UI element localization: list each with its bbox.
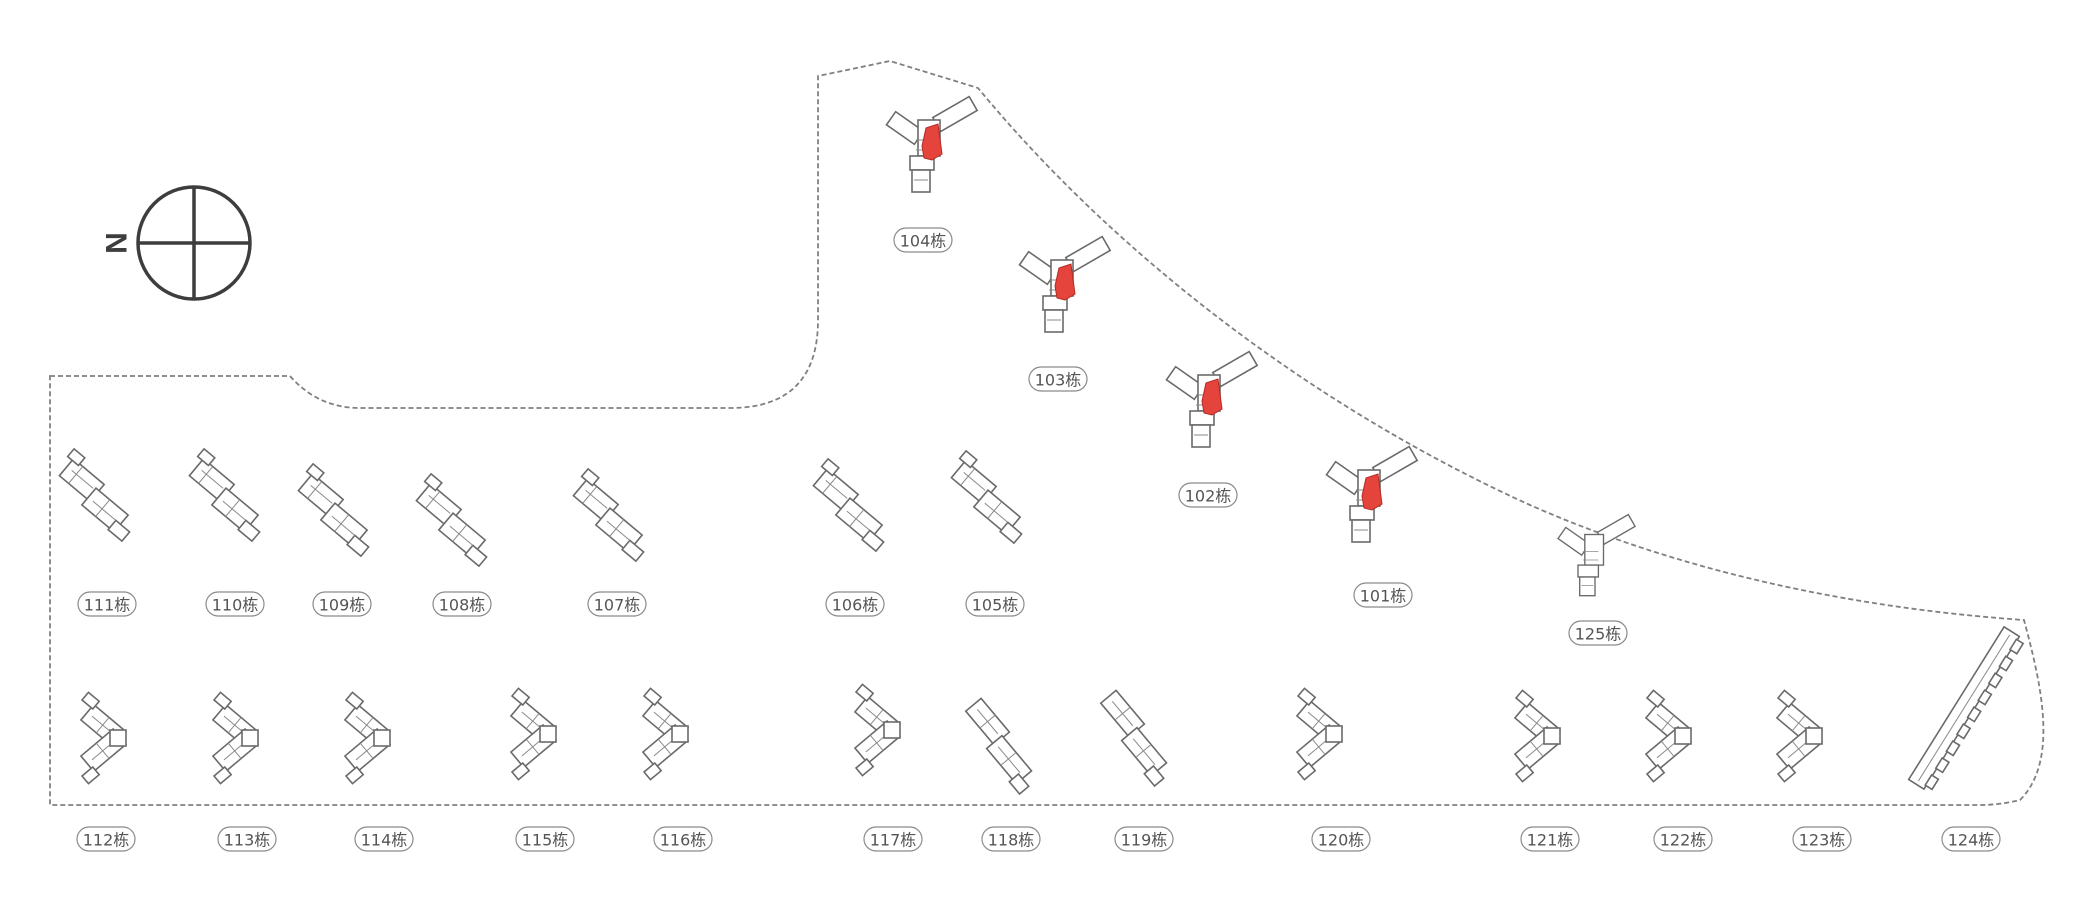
building-120[interactable] bbox=[1288, 687, 1346, 781]
building-124[interactable] bbox=[1907, 625, 2026, 793]
building-label-text: 116栋 bbox=[660, 831, 707, 850]
building-102[interactable] bbox=[1165, 350, 1259, 448]
building-label-text: 124栋 bbox=[1948, 831, 1995, 850]
building-label-text: 103栋 bbox=[1035, 371, 1082, 390]
building-label-text: 120栋 bbox=[1318, 831, 1365, 850]
building-label-text: 101栋 bbox=[1360, 587, 1407, 606]
building-label-101[interactable]: 101栋 bbox=[1353, 582, 1413, 608]
building-label-113[interactable]: 113栋 bbox=[217, 826, 277, 852]
building-label-text: 122栋 bbox=[1660, 831, 1707, 850]
building-label-121[interactable]: 121栋 bbox=[1520, 826, 1580, 852]
building-label-text: 113栋 bbox=[224, 831, 271, 850]
building-label-text: 125栋 bbox=[1575, 625, 1622, 644]
building-label-text: 121栋 bbox=[1527, 831, 1574, 850]
building-label-102[interactable]: 102栋 bbox=[1178, 482, 1238, 508]
site-boundary bbox=[49, 60, 2045, 806]
building-label-text: 114栋 bbox=[361, 831, 408, 850]
building-label-107[interactable]: 107栋 bbox=[587, 591, 647, 617]
building-label-110[interactable]: 110栋 bbox=[205, 591, 265, 617]
building-label-120[interactable]: 120栋 bbox=[1311, 826, 1371, 852]
north-compass-icon: N bbox=[101, 185, 252, 301]
building-109[interactable] bbox=[287, 462, 386, 558]
building-label-text: 109栋 bbox=[319, 596, 366, 615]
building-label-125[interactable]: 125栋 bbox=[1568, 620, 1628, 646]
building-label-108[interactable]: 108栋 bbox=[432, 591, 492, 617]
building-label-104[interactable]: 104栋 bbox=[893, 227, 953, 253]
building-label-text: 108栋 bbox=[439, 596, 486, 615]
building-label-117[interactable]: 117栋 bbox=[863, 826, 923, 852]
building-122[interactable] bbox=[1637, 689, 1695, 783]
building-104[interactable] bbox=[885, 95, 979, 193]
building-111[interactable] bbox=[48, 447, 147, 543]
building-121[interactable] bbox=[1506, 689, 1564, 783]
building-label-text: 117栋 bbox=[870, 831, 917, 850]
building-label-122[interactable]: 122栋 bbox=[1653, 826, 1713, 852]
building-112[interactable] bbox=[72, 691, 130, 785]
building-103[interactable] bbox=[1018, 235, 1112, 333]
building-115[interactable] bbox=[502, 687, 560, 781]
building-label-109[interactable]: 109栋 bbox=[312, 591, 372, 617]
building-label-text: 115栋 bbox=[522, 831, 569, 850]
building-label-text: 106栋 bbox=[832, 596, 879, 615]
building-119[interactable] bbox=[1092, 689, 1180, 788]
building-label-114[interactable]: 114栋 bbox=[354, 826, 414, 852]
building-label-123[interactable]: 123栋 bbox=[1792, 826, 1852, 852]
building-label-text: 102栋 bbox=[1185, 487, 1232, 506]
building-label-116[interactable]: 116栋 bbox=[653, 826, 713, 852]
building-label-text: 119栋 bbox=[1121, 831, 1168, 850]
building-label-124[interactable]: 124栋 bbox=[1941, 826, 2001, 852]
building-label-112[interactable]: 112栋 bbox=[76, 826, 136, 852]
building-118[interactable] bbox=[957, 697, 1045, 796]
building-label-111[interactable]: 111栋 bbox=[77, 591, 137, 617]
building-label-text: 118栋 bbox=[988, 831, 1035, 850]
building-117[interactable] bbox=[846, 683, 904, 777]
building-label-text: 105栋 bbox=[972, 596, 1019, 615]
building-label-106[interactable]: 106栋 bbox=[825, 591, 885, 617]
building-label-text: 111栋 bbox=[84, 596, 131, 615]
building-108[interactable] bbox=[405, 472, 504, 568]
building-125[interactable] bbox=[1557, 513, 1637, 597]
building-101[interactable] bbox=[1325, 445, 1419, 543]
building-label-118[interactable]: 118栋 bbox=[981, 826, 1041, 852]
building-label-103[interactable]: 103栋 bbox=[1028, 366, 1088, 392]
building-114[interactable] bbox=[336, 691, 394, 785]
building-label-text: 110栋 bbox=[212, 596, 259, 615]
building-106[interactable] bbox=[802, 457, 901, 553]
building-110[interactable] bbox=[178, 447, 277, 543]
building-label-text: 107栋 bbox=[594, 596, 641, 615]
building-label-text: 123栋 bbox=[1799, 831, 1846, 850]
building-123[interactable] bbox=[1768, 689, 1826, 783]
building-label-text: 112栋 bbox=[83, 831, 130, 850]
building-113[interactable] bbox=[204, 691, 262, 785]
north-label: N bbox=[101, 232, 134, 254]
building-105[interactable] bbox=[940, 449, 1039, 545]
building-label-119[interactable]: 119栋 bbox=[1114, 826, 1174, 852]
building-107[interactable] bbox=[562, 467, 661, 563]
building-label-115[interactable]: 115栋 bbox=[515, 826, 575, 852]
building-label-105[interactable]: 105栋 bbox=[965, 591, 1025, 617]
building-116[interactable] bbox=[634, 687, 692, 781]
building-label-text: 104栋 bbox=[900, 232, 947, 251]
